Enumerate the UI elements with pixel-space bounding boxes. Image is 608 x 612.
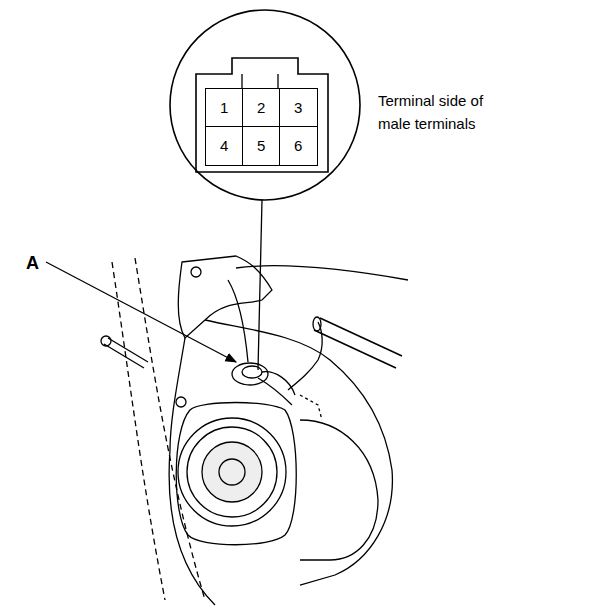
speaker-cap — [219, 459, 245, 485]
pin-number: 5 — [257, 137, 265, 155]
pin-number: 3 — [294, 99, 302, 117]
mount-hole — [176, 397, 186, 407]
speaker — [187, 427, 277, 517]
connector-housing — [196, 58, 328, 172]
door-tube — [313, 317, 321, 331]
view-note: Terminal side of male terminals — [378, 89, 518, 136]
speaker-housing — [176, 403, 296, 545]
grommet — [242, 366, 262, 378]
pin-cell: 2 — [242, 88, 281, 128]
door-tube — [314, 318, 402, 368]
body-edge — [112, 262, 165, 600]
pin-cell: 6 — [279, 126, 318, 166]
rod-end — [101, 336, 111, 346]
pin-number: 4 — [220, 137, 228, 155]
magnifier-stem — [258, 200, 262, 370]
magnifier-circle — [170, 10, 360, 200]
panel-lobe — [300, 420, 378, 560]
pin-cell: 4 — [205, 126, 244, 166]
harness-wire — [228, 280, 248, 362]
pin-cell: 3 — [279, 88, 318, 128]
speaker — [178, 418, 286, 526]
mount-hole — [191, 267, 201, 277]
connector-key — [242, 74, 278, 88]
speaker-cone — [202, 442, 262, 502]
pin-cell: 5 — [242, 126, 281, 166]
leader-line — [46, 262, 236, 362]
pin-number: 2 — [257, 99, 265, 117]
door-line — [236, 266, 408, 280]
harness-wire — [300, 395, 322, 420]
mounting-plate — [178, 256, 272, 338]
pin-number: 6 — [294, 137, 302, 155]
pin-cell: 1 — [205, 88, 244, 128]
callout-letter: A — [26, 250, 39, 278]
pin-number: 1 — [220, 99, 228, 117]
body-edge — [135, 258, 205, 600]
grommet — [232, 363, 268, 385]
